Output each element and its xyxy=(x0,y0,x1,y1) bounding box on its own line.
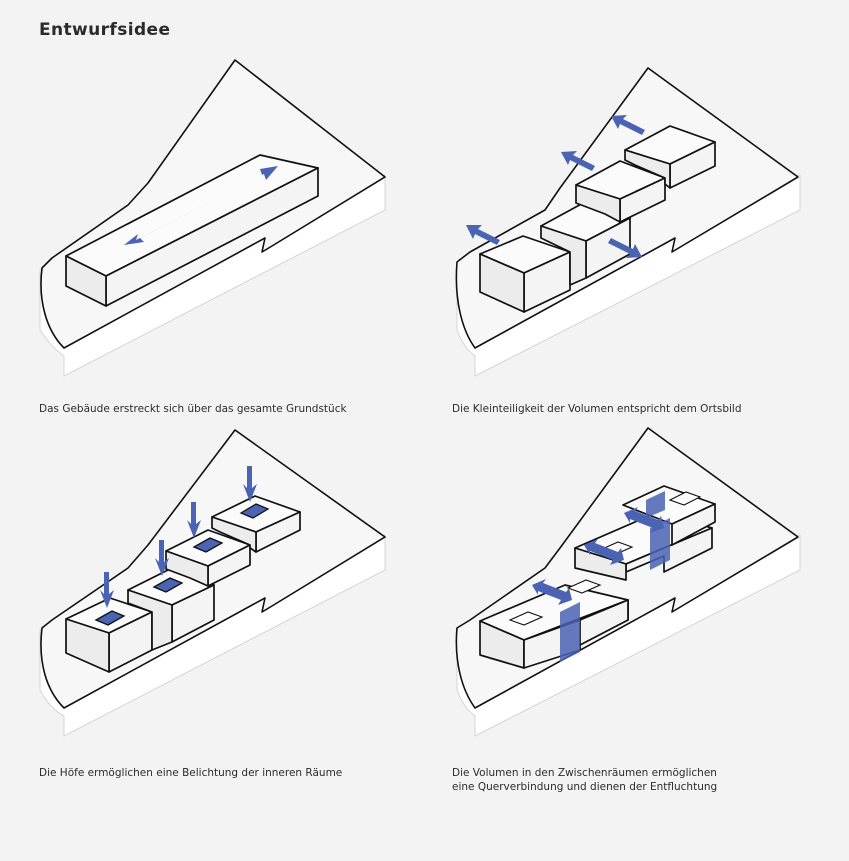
caption-courtyards: Die Höfe ermöglichen eine Belichtung der… xyxy=(39,767,343,779)
diagram-single-volume xyxy=(0,50,420,390)
caption-cross-connections: Die Volumen in den Zwischenräumen ermögl… xyxy=(452,766,717,794)
page-title: Entwurfsidee xyxy=(39,20,171,40)
caption-small-volumes: Die Kleinteiligkeit der Volumen entspric… xyxy=(452,403,742,415)
diagram-courtyards xyxy=(0,420,420,750)
caption-line-1: Die Volumen in den Zwischenräumen ermögl… xyxy=(452,767,717,779)
diagram-cross-connections xyxy=(420,420,840,750)
extension-arrow-icon xyxy=(124,166,278,245)
caption-line-2: eine Querverbindung und dienen der Entfl… xyxy=(452,781,718,793)
diagram-small-volumes xyxy=(420,50,840,390)
cross-arrow-icons xyxy=(532,507,664,605)
caption-single-volume: Das Gebäude erstreckt sich über das gesa… xyxy=(39,403,347,415)
arrow-icons xyxy=(466,115,645,258)
daylight-arrow-icons xyxy=(100,466,257,608)
